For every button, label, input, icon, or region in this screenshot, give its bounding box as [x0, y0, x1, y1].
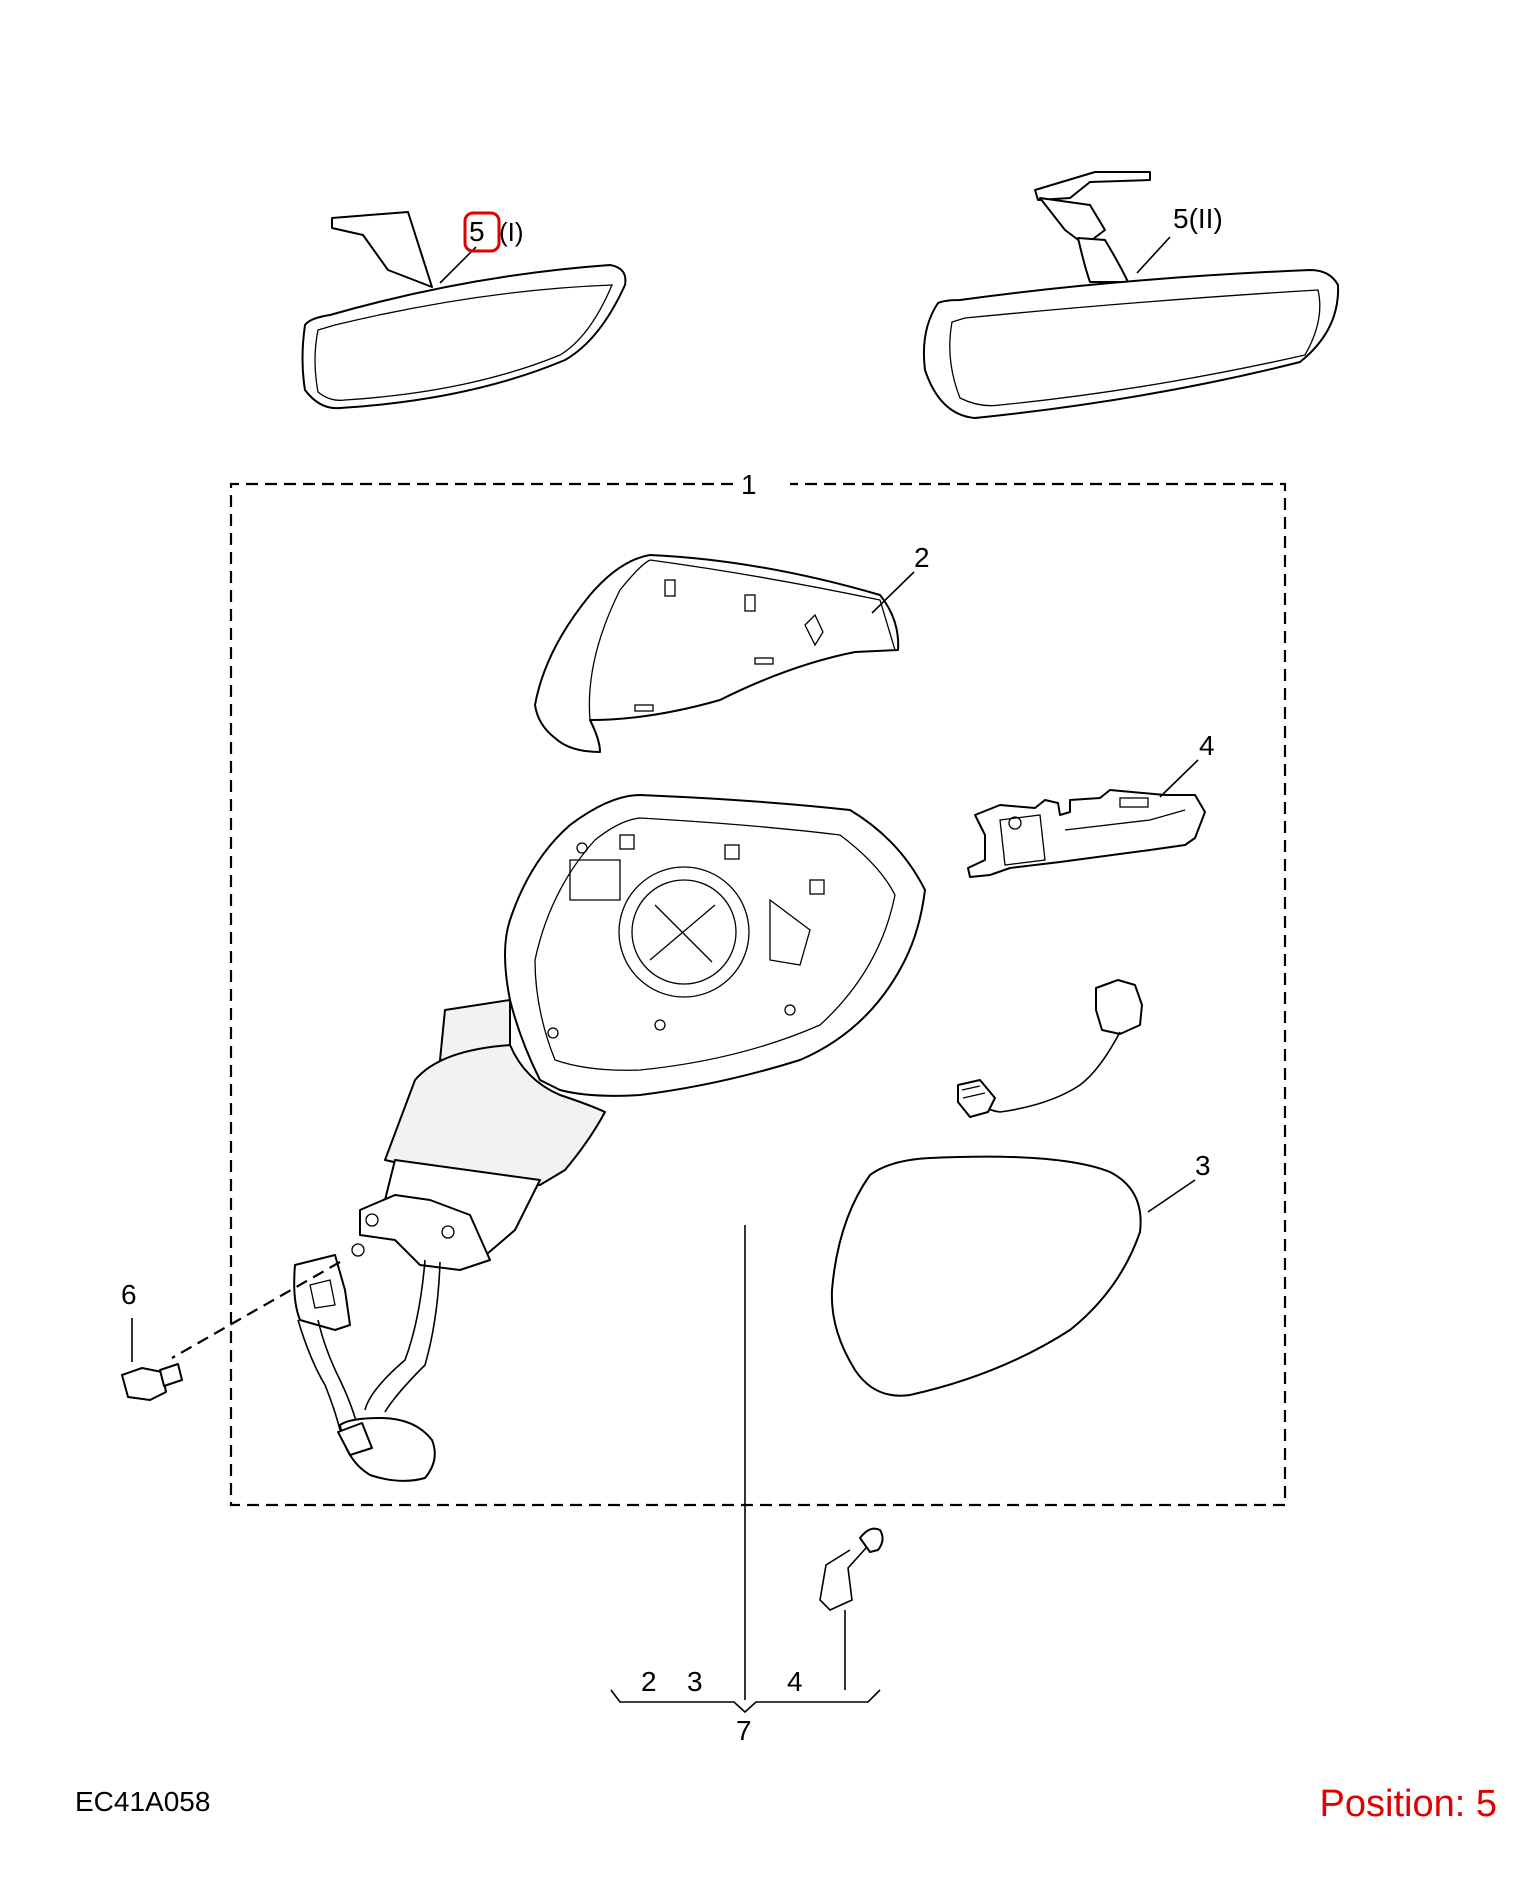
wiring-clip[interactable] [819, 1527, 884, 1690]
diagram-code: EC41A058 [75, 1786, 210, 1817]
leader-3 [1147, 1179, 1196, 1213]
group-label-4[interactable]: 4 [787, 1666, 803, 1697]
leader-2 [871, 571, 915, 614]
bolt[interactable] [121, 1318, 183, 1401]
mirror-housing[interactable] [293, 794, 926, 1482]
group-bracket [610, 1689, 881, 1714]
callout-5-I-suffix: (I) [499, 217, 524, 247]
callout-7[interactable]: 7 [736, 1715, 752, 1746]
callout-5-II[interactable]: 5(II) [1173, 203, 1223, 234]
fastener-path [171, 1261, 341, 1359]
interior-mirror-variant-1[interactable] [301, 211, 627, 410]
mirror-glass[interactable] [830, 1155, 1142, 1397]
interior-mirror-variant-2[interactable] [922, 171, 1340, 419]
callout-3[interactable]: 3 [1195, 1150, 1211, 1181]
callout-5-I-number[interactable]: 5 [469, 216, 485, 247]
mirror-cap[interactable] [534, 554, 900, 753]
position-indicator: Position: 5 [1320, 1783, 1497, 1825]
turn-signal-module[interactable] [967, 789, 1206, 878]
leader-5-II [1136, 236, 1171, 274]
group-label-3[interactable]: 3 [687, 1666, 703, 1697]
callout-2[interactable]: 2 [914, 542, 930, 573]
assembly-boundary [229, 482, 1287, 1507]
callout-1[interactable]: 1 [741, 469, 757, 500]
leader-4 [1159, 759, 1199, 798]
callout-4[interactable]: 4 [1199, 730, 1215, 761]
callout-6[interactable]: 6 [121, 1279, 137, 1310]
sensor-harness[interactable] [957, 979, 1143, 1118]
selected-position-marker[interactable] [463, 211, 501, 253]
leader-5-I [439, 246, 477, 284]
group-label-2[interactable]: 2 [641, 1666, 657, 1697]
